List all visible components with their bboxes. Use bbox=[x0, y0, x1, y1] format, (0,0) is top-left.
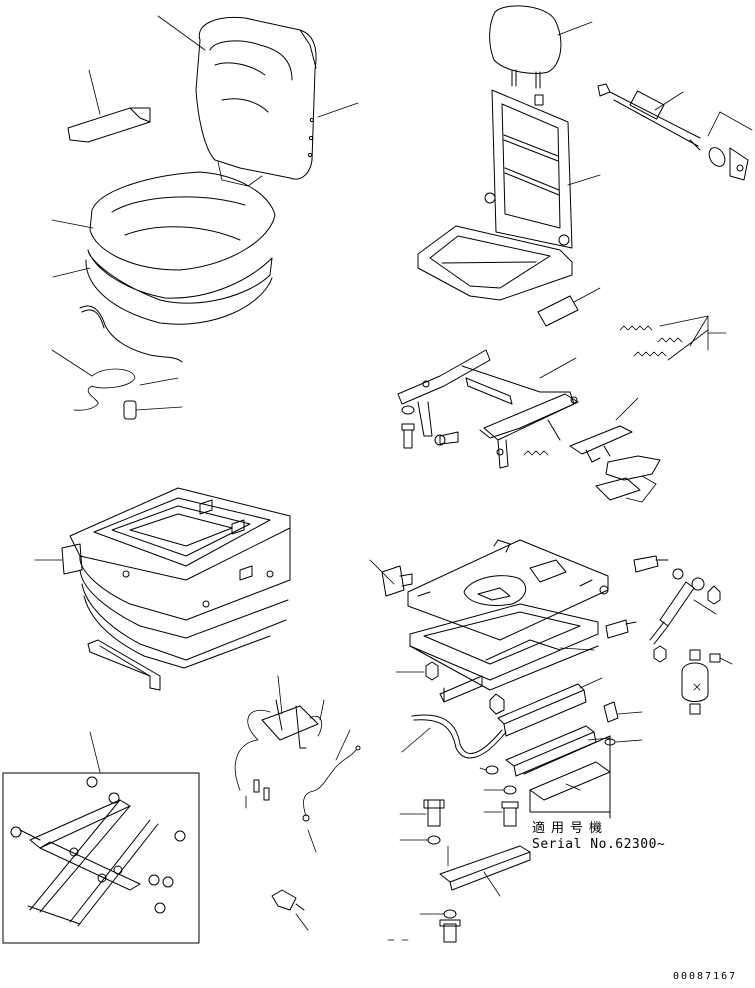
armrest bbox=[67, 69, 151, 143]
seat-cushion bbox=[51, 171, 276, 325]
headrest bbox=[489, 5, 593, 89]
backrest-cushion bbox=[157, 15, 359, 187]
cable bbox=[271, 729, 361, 931]
seat-frame bbox=[417, 89, 601, 301]
slide-frame bbox=[409, 603, 599, 691]
seat-wire bbox=[79, 305, 183, 363]
springs bbox=[619, 315, 727, 361]
suspension-unit bbox=[34, 487, 291, 691]
fasteners-right bbox=[387, 661, 643, 943]
pin-part bbox=[51, 349, 183, 420]
recline-mechanism bbox=[397, 349, 579, 469]
applicable-serial-label: 適用号機 bbox=[532, 821, 609, 836]
adjust-rod bbox=[597, 83, 753, 181]
rails bbox=[439, 675, 611, 819]
bracket-parts bbox=[234, 675, 325, 809]
seat-base-plate bbox=[369, 539, 609, 641]
cable-lower bbox=[401, 714, 507, 759]
document-number: 00087167 bbox=[673, 971, 738, 982]
scissor-link-box bbox=[2, 731, 200, 944]
serial-number-note: Serial No.62300~ bbox=[532, 837, 666, 852]
grip-cover bbox=[537, 287, 601, 327]
shock-absorber bbox=[605, 555, 733, 715]
lever-assembly bbox=[569, 397, 661, 503]
